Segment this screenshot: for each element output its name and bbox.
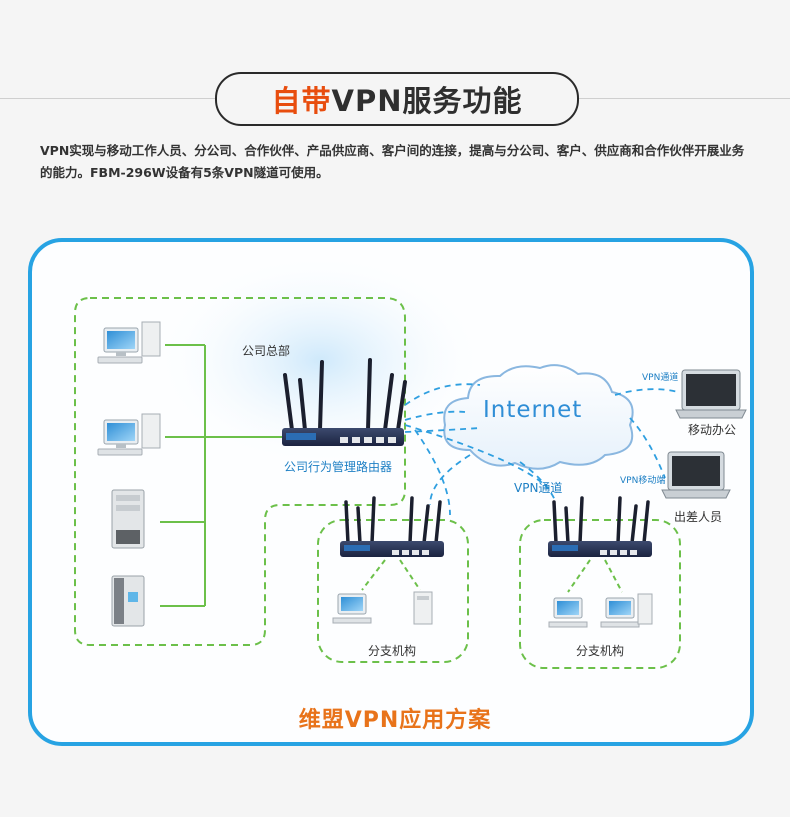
desktop-pc-icon <box>97 413 161 456</box>
hq-lan-lines <box>160 344 290 607</box>
laptop-icon <box>675 369 747 419</box>
internet-cloud-icon <box>443 364 634 470</box>
branch-1-region <box>317 519 469 663</box>
hq-router-icon <box>282 358 407 446</box>
branch-2-label: 分支机构 <box>576 644 625 658</box>
hq-router-label: 公司行为管理路由器 <box>284 460 393 474</box>
business-trip-label: 出差人员 <box>674 510 723 524</box>
title-rest: VPN服务功能 <box>331 84 523 118</box>
title-highlight: 自带 <box>271 84 332 118</box>
desktop-pc-icon <box>548 597 588 628</box>
vpn-mobile-small-label: VPN移动端 <box>620 476 666 486</box>
intro-paragraph: VPN实现与移动工作人员、分公司、合作伙伴、产品供应商、客户间的连接，提高与分公… <box>40 143 745 180</box>
hq-label: 公司总部 <box>242 344 291 358</box>
server-tower-icon <box>413 591 433 625</box>
vpn-tunnel-lines <box>404 383 679 516</box>
vpn-tunnel-label: VPN通道 <box>514 481 563 495</box>
vpn-tunnel-small-label: VPN通道 <box>642 373 679 383</box>
branch-2-region <box>519 519 681 669</box>
branch-2-router-icon <box>548 496 652 557</box>
branch-1-router-icon <box>340 496 444 557</box>
server-tower-icon <box>111 489 145 549</box>
desktop-pc-icon <box>332 593 372 624</box>
internet-label: Internet <box>483 397 583 423</box>
mobile-office-label: 移动办公 <box>688 423 737 437</box>
branch-1-lan-lines <box>361 559 421 591</box>
branch-2-lan-lines <box>567 559 623 593</box>
laptop-icon <box>661 451 731 499</box>
branch-1-label: 分支机构 <box>368 644 417 658</box>
desktop-pc-icon <box>600 593 653 628</box>
desktop-pc-icon <box>97 321 161 364</box>
server-tower-icon <box>111 575 145 627</box>
scheme-title: 维盟VPN应用方案 <box>298 708 492 733</box>
hq-region <box>74 297 406 646</box>
